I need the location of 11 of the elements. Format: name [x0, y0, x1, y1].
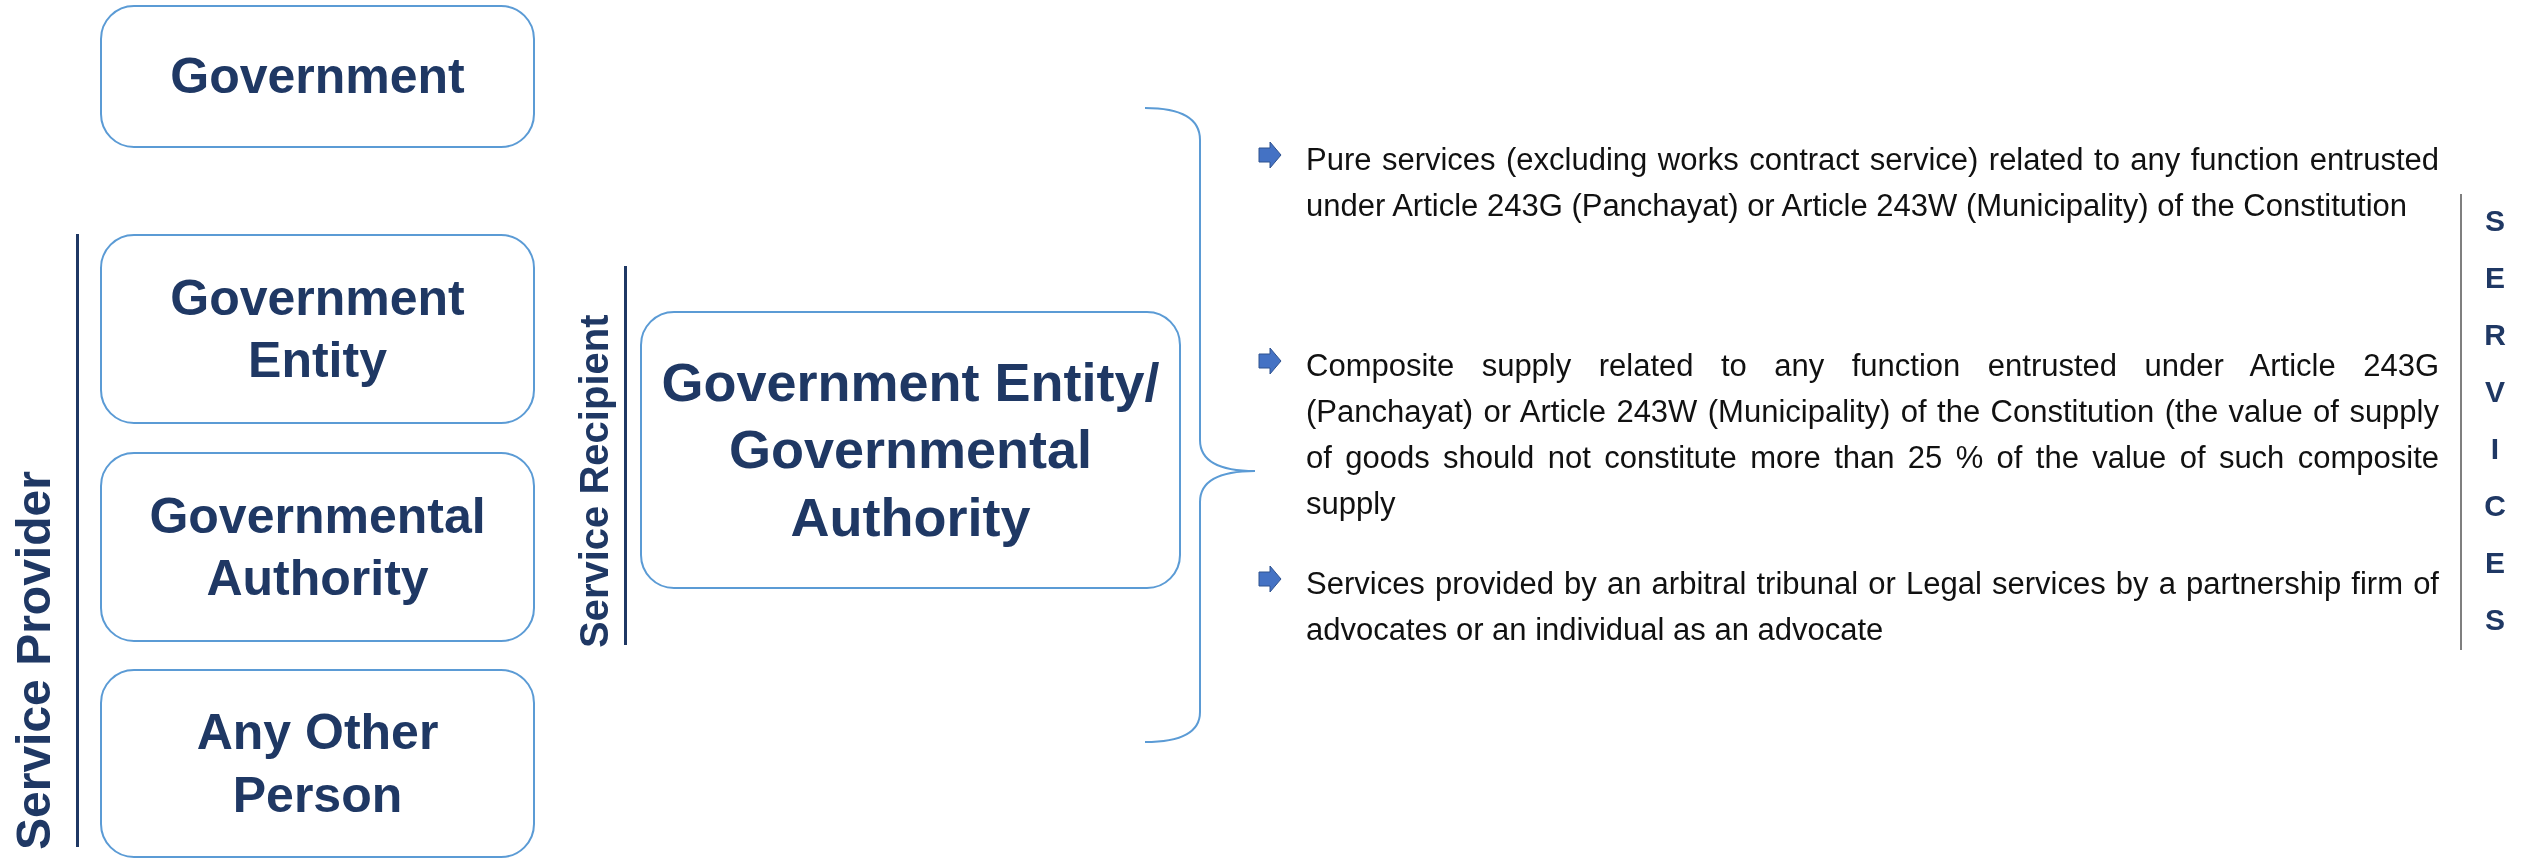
entity-box: Government — [100, 5, 535, 148]
bullet-text: Services provided by an arbitral tribunal or Legal services by a partnership firm of advocates or an individual as an advocate — [1306, 565, 2439, 649]
entity-box: Government Entity — [100, 234, 535, 424]
vertical-heading: Service Provider — [10, 471, 58, 850]
vertical-heading: Service Recipient — [574, 314, 614, 648]
entity-box: Any Other Person — [100, 669, 535, 858]
vertical-heading: SERVICES — [2483, 203, 2507, 638]
bullet-text: Pure services (excluding works contract service) related to any function entrusted under Article 243G (Panchayat) or Article 243W (Municipality) of the Constitution — [1306, 141, 2439, 225]
entity-box: Governmental Authority — [100, 452, 535, 642]
bullet-text: Composite supply related to any function entrusted under Article 243G (Panchayat) or Article 243W (Municipality) of the Constitution (the value of supply of goods should not constitute more than 25 % of the value of such composite supply — [1306, 347, 2439, 523]
entity-box: Government Entity/ Governmental Authority — [640, 311, 1181, 589]
